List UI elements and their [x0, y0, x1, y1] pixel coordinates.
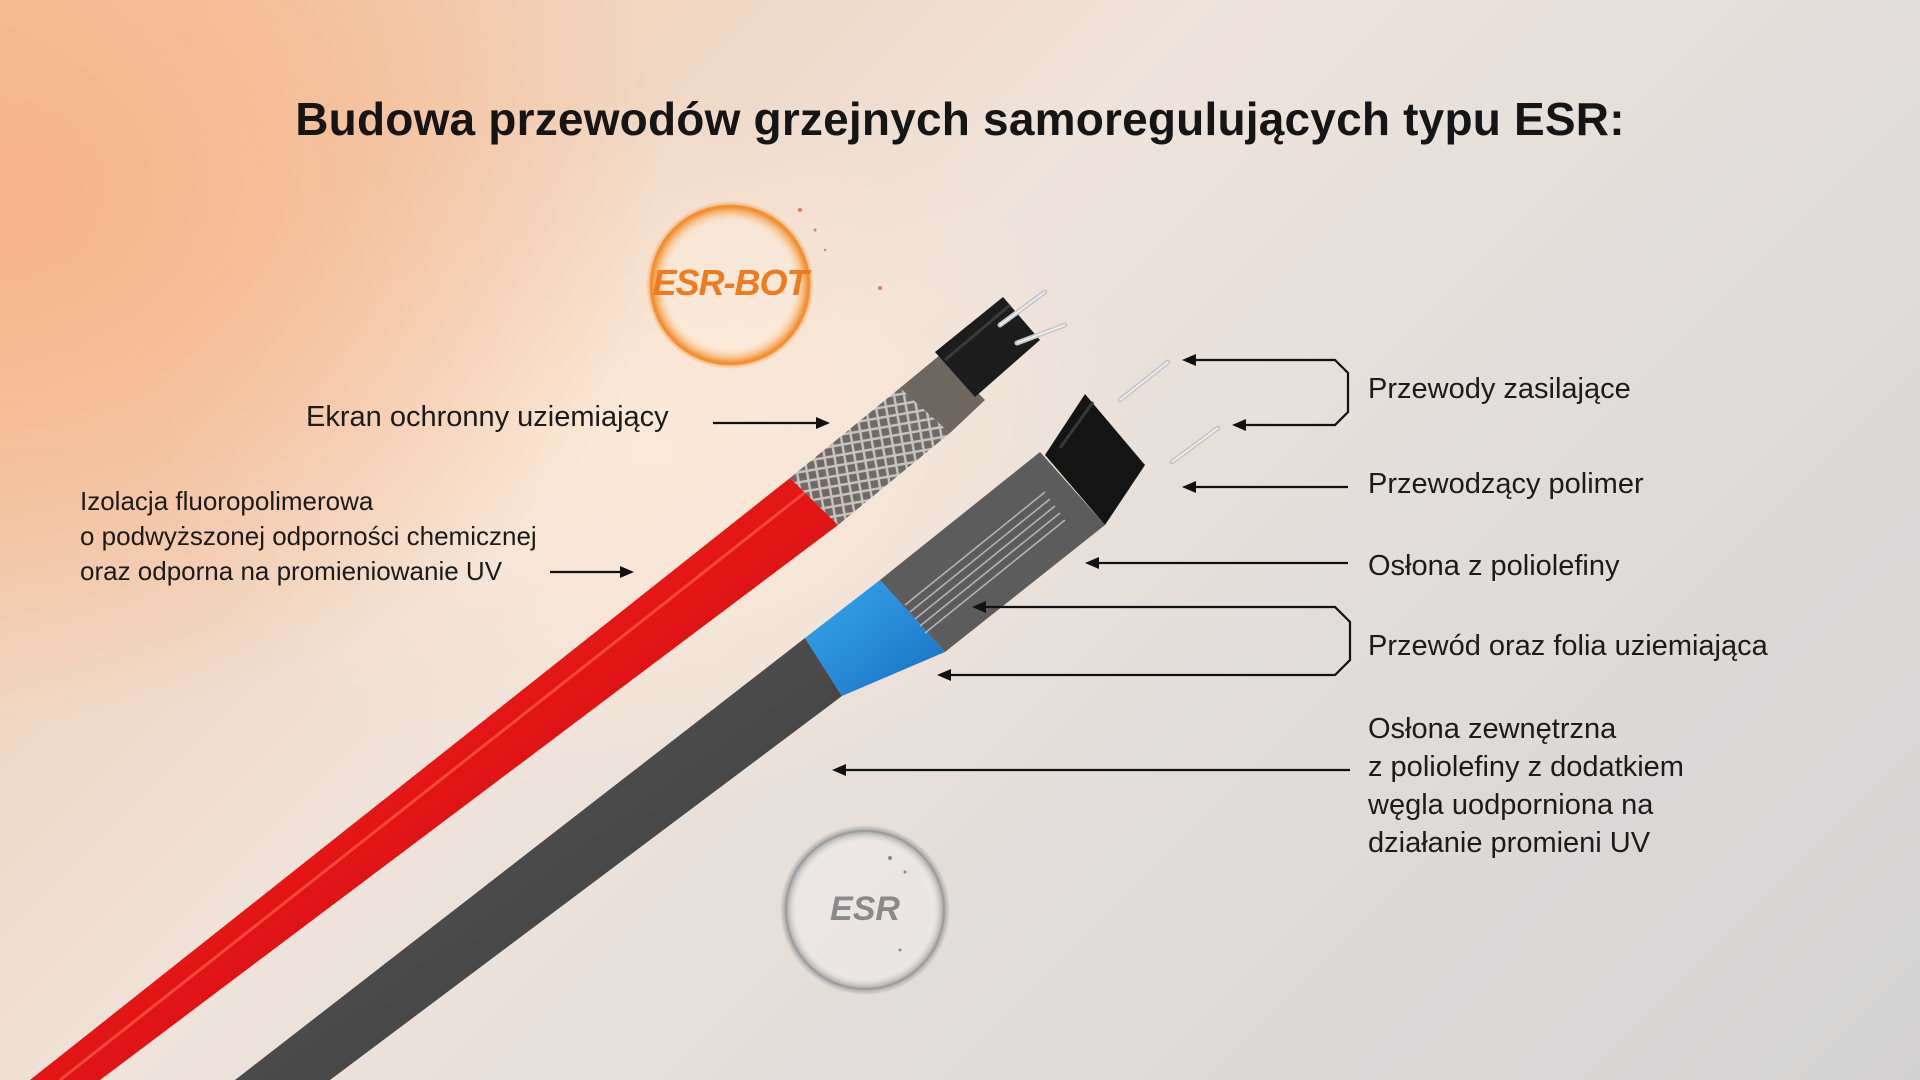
grey-cable [235, 359, 1221, 1080]
label-przewodzacy-polimer: Przewodzący polimer [1368, 468, 1644, 500]
label-oslona-zewn-line4: działanie promieni UV [1368, 827, 1651, 859]
label-oslona-zewn-line1: Osłona zewnętrzna [1368, 713, 1617, 745]
esr-badge [780, 825, 950, 995]
esr-bot-logo-text: ESR-BOT [652, 262, 809, 303]
leader-lines [550, 354, 1352, 776]
esr-logo-text: ESR [830, 890, 900, 928]
red-cable [30, 289, 1068, 1080]
label-oslona-zewn-line2: z poliolefiny z dodatkiem [1368, 751, 1684, 783]
label-przewod-folia: Przewód oraz folia uziemiająca [1368, 630, 1768, 662]
label-przewody-zasilajace: Przewody zasilające [1368, 373, 1631, 405]
label-izolacja-line1: Izolacja fluoropolimerowa [80, 486, 374, 516]
label-izolacja-line2: o podwyższonej odporności chemicznej [80, 521, 537, 551]
label-oslona-zewn-line3: węgla uodporniona na [1368, 789, 1654, 821]
label-oslona-poliolefiny: Osłona z poliolefiny [1368, 550, 1620, 582]
page-title: Budowa przewodów grzejnych samoregulując… [295, 93, 1625, 145]
label-ekran-ochronny: Ekran ochronny uziemiający [306, 401, 669, 433]
esr-bot-badge [646, 201, 882, 369]
label-izolacja-line3: oraz odporna na promieniowanie UV [80, 556, 503, 586]
